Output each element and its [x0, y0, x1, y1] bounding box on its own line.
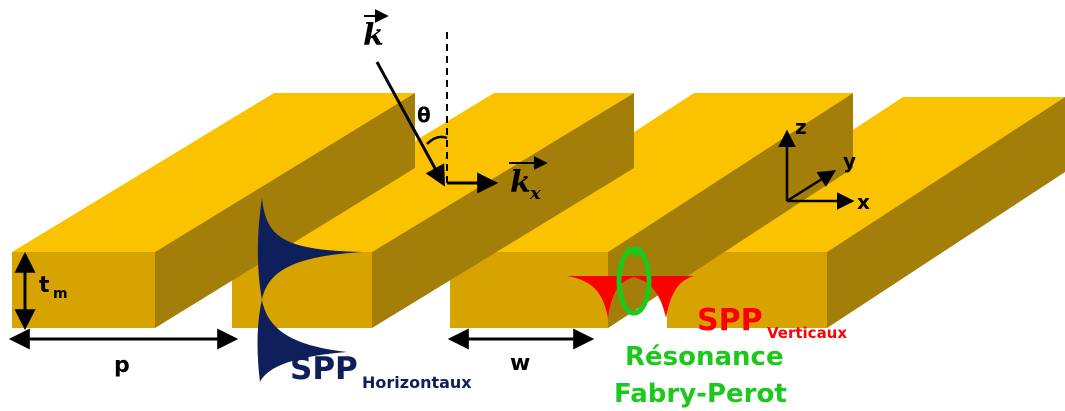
- axis-triad: [778, 129, 855, 210]
- spp-vertical-label: SPP: [697, 303, 763, 338]
- axis-x-label: x: [857, 190, 870, 214]
- kx-subscript: x: [529, 183, 541, 204]
- tm-label: t: [39, 273, 50, 298]
- axis-z-label: z: [795, 115, 807, 139]
- kx-label: k: [510, 165, 531, 200]
- axis-y-label: y: [843, 149, 856, 173]
- spp-vertical-right: [630, 276, 694, 318]
- k-label: k: [363, 18, 384, 53]
- fabry-perot-label-line2: Fabry-Perot: [614, 379, 787, 409]
- k-vector-arrow: [375, 61, 446, 187]
- spp-vertical-subscript: Verticaux: [767, 324, 847, 342]
- spp-horizontal-subscript: Horizontaux: [362, 373, 472, 392]
- spp-vertical-left: [567, 276, 638, 318]
- fabry-perot-label-line1: Résonance: [625, 342, 784, 372]
- theta-arc: [426, 135, 448, 145]
- spp-horizontal-label: SPP: [290, 351, 358, 387]
- tm-subscript: m: [53, 286, 68, 302]
- theta-label: θ: [417, 103, 431, 127]
- p-label: p: [114, 353, 130, 378]
- metal-bar-1: [12, 93, 415, 328]
- circular-arrow-icon: [616, 246, 652, 316]
- spp-horizontal-profile: [257, 198, 362, 382]
- w-label: w: [510, 351, 530, 376]
